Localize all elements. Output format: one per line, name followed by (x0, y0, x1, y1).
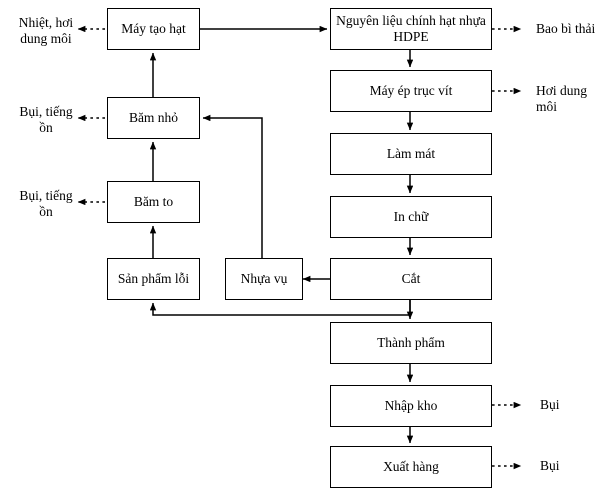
emission-label-bao-bi-thai: Bao bì thải (536, 21, 596, 36)
node-may-tao-hat[interactable]: Máy tạo hạt (107, 8, 200, 50)
node-may-ep-truc-vit[interactable]: Máy ép trục vít (330, 70, 492, 112)
node-in-chu[interactable]: In chữ (330, 196, 492, 238)
node-nhua-vu[interactable]: Nhựa vụ (225, 258, 303, 300)
node-nguyen-lieu-chinh[interactable]: Nguyên liệu chính hạt nhựa HDPE (330, 8, 492, 50)
node-nhap-kho[interactable]: Nhập kho (330, 385, 492, 427)
emission-label-nhiet-hoi-dung-moi: Nhiệt, hơi dung môi (18, 15, 74, 46)
emission-label-bui-tieng-on-1: Bụi, tiếng ồn (19, 104, 73, 135)
node-bam-nho[interactable]: Băm nhỏ (107, 97, 200, 139)
connector-cat-sanphamloi (149, 300, 411, 316)
node-bam-to[interactable]: Băm to (107, 181, 200, 223)
emission-label-bui-tieng-on-2: Bụi, tiếng ồn (19, 188, 73, 219)
connector-nhuavu-bamnho (202, 114, 263, 258)
node-lam-mat[interactable]: Làm mát (330, 133, 492, 175)
emission-label-bui-xuat-hang: Bụi (540, 458, 560, 473)
node-san-pham-loi[interactable]: Sản phẩm lỗi (107, 258, 200, 300)
node-thanh-pham[interactable]: Thành phẩm (330, 322, 492, 364)
emission-label-hoi-dung-moi: Hơi dung môi (536, 83, 588, 114)
node-xuat-hang[interactable]: Xuất hàng (330, 446, 492, 488)
node-cat[interactable]: Cắt (330, 258, 492, 300)
emission-label-bui-nhap-kho: Bụi (540, 397, 560, 412)
